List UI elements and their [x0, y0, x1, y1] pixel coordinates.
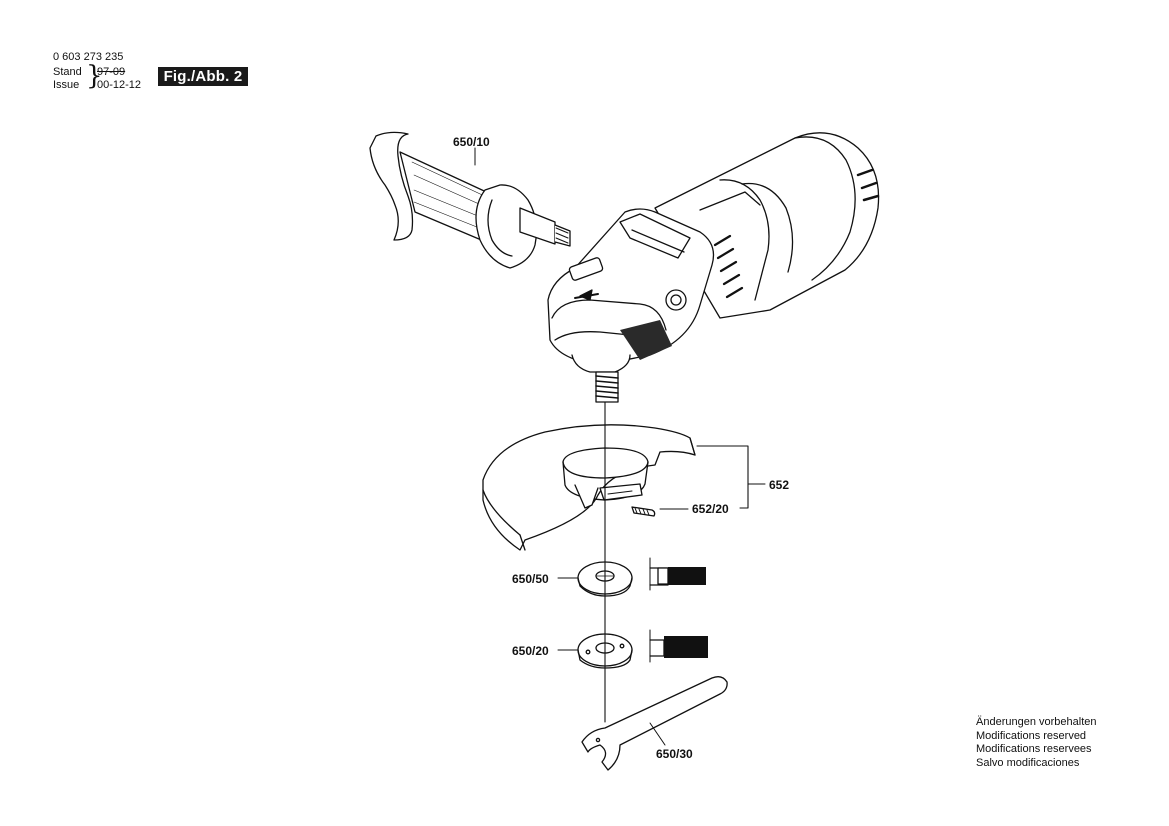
brace-symbol: } [86, 61, 103, 91]
note-fr: Modifications reservees [976, 743, 1092, 755]
stand-label: Stand [53, 66, 82, 78]
callout-650-30: 650/30 [656, 747, 693, 761]
note-en: Modifications reserved [976, 729, 1087, 742]
note-es: Salvo modificaciones [976, 756, 1080, 769]
guard-screw [631, 506, 656, 517]
notes-block: Änderungen vorbehalten Modifications res… [976, 716, 1096, 770]
spindle [571, 354, 631, 403]
bracket-652 [696, 445, 749, 509]
issue-label: Issue [53, 79, 80, 91]
callout-650-50: 650/50 [512, 572, 549, 586]
nut-section-symbol [649, 629, 708, 663]
motor-housing [654, 132, 880, 319]
callout-650-10: 650/10 [453, 135, 490, 149]
part-number: 0 603 273 235 [53, 51, 124, 63]
leader-650-30 [649, 722, 666, 746]
wheel-guard [482, 424, 696, 551]
auxiliary-handle [369, 131, 571, 269]
callout-650-20: 650/20 [512, 644, 549, 658]
callout-652: 652 [769, 478, 789, 492]
superseded-date: 97-09 [97, 66, 126, 78]
flange-section-symbol [649, 557, 706, 591]
gear-head [547, 208, 715, 366]
note-de: Änderungen vorbehalten [976, 716, 1097, 728]
issue-date: 00-12-12 [97, 79, 142, 91]
spanner [581, 676, 728, 771]
figure-label: Fig./Abb. 2 [158, 67, 248, 86]
callout-652-20: 652/20 [692, 502, 729, 516]
